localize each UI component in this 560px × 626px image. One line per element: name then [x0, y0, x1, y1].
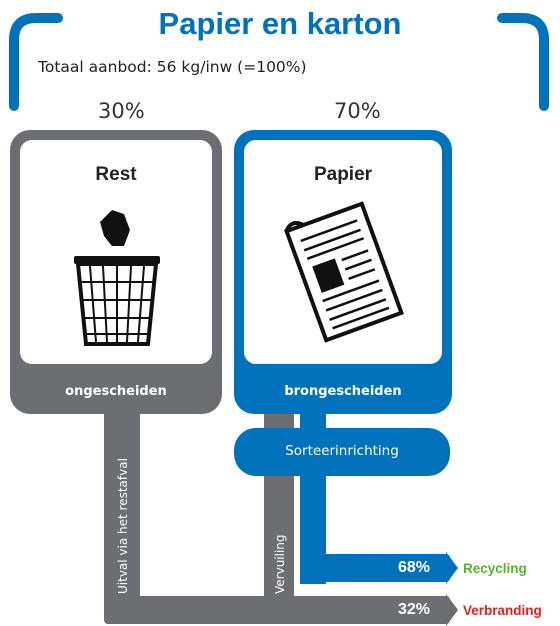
verbranding-percent: 32% [398, 601, 431, 618]
rest-band-label: ongescheiden [65, 384, 167, 399]
rest-box-inner [20, 140, 212, 364]
sorteer-pill [234, 428, 450, 476]
rest-percent: 30% [98, 99, 145, 123]
header-bracket-right [497, 13, 549, 111]
rest-title: Rest [95, 164, 137, 185]
sorteer-label: Sorteerinrichting [285, 443, 399, 459]
verbranding-label: Verbranding [463, 603, 542, 618]
newspaper-icon [284, 201, 404, 343]
recycling-percent: 68% [398, 559, 431, 576]
verbranding-arrow [446, 594, 458, 626]
header-bracket [9, 13, 63, 111]
page-title: Papier en karton [158, 6, 402, 41]
blue-flow-horizontal [300, 554, 450, 582]
gray-flow-vertical [104, 412, 140, 614]
recycling-label: Recycling [463, 561, 527, 576]
papier-band-label: brongescheiden [284, 384, 402, 399]
papier-title: Papier [313, 164, 373, 185]
total-supply-text: Totaal aanbod: 56 kg/inw (=100%) [38, 58, 307, 76]
papier-percent: 70% [334, 99, 381, 123]
vervuiling-label: Vervuiling [273, 534, 287, 594]
recycling-arrow [446, 552, 458, 584]
uitval-label: Uitval via het restafval [116, 458, 130, 594]
trash-bin-icon [74, 210, 160, 346]
